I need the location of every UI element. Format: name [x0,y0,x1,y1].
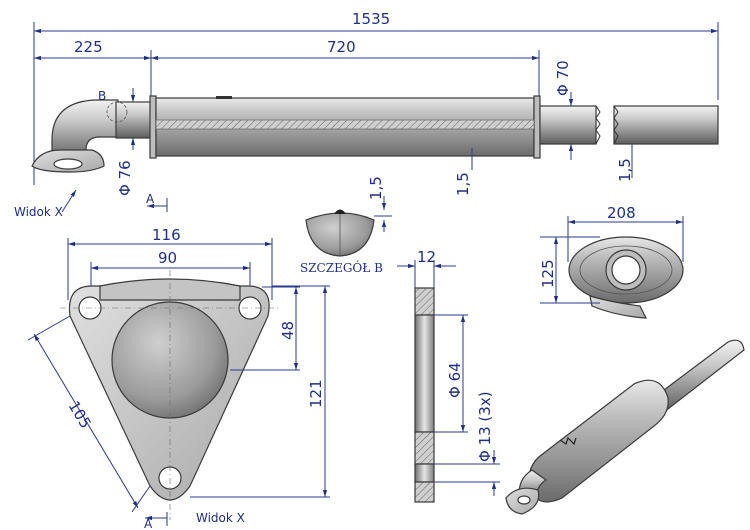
dim-64-label: Φ 64 [446,362,464,398]
body-tab [216,96,232,99]
section-foot [414,481,435,503]
detail-b-weld [334,209,346,214]
dim-12-label: 12 [417,248,436,266]
dim-105-ext-top [27,315,71,341]
section-top-solid [414,287,435,316]
dim-70-label: Φ 70 [554,60,572,96]
dim-225-label: 225 [74,38,103,56]
wall-2-label: 1,5 [616,158,634,182]
section-a-bottom-label: A [144,517,153,530]
dim-125-label: 125 [539,259,557,288]
body-right-rim [533,95,541,159]
detail-b-view: 1,5 SZCZEGÓŁ B [300,176,392,275]
end-view-tube-inner [611,255,641,285]
section-a-top-label: A [146,192,155,206]
inlet-tube [115,101,155,139]
detail-b-title: SZCZEGÓŁ B [300,259,383,275]
view-x-arrow [61,189,77,213]
flange-front-view: 116 90 48 121 105 A Widok X [27,226,330,530]
iso-inlet-hole [517,495,531,505]
muffler-end-view: 208 125 [539,204,684,319]
dim-13-label: Φ 13 (3x) [476,391,494,462]
dim-90-label: 90 [158,249,177,267]
outlet-tube-end [613,105,719,145]
flange-section-view: 12 Φ 64 Φ 13 (3x) [397,248,500,503]
dim-105-ext-bottom [131,485,151,513]
inlet-flange-hole [53,158,83,170]
break-mark-left [595,105,601,145]
iso-logo [559,436,577,446]
dim-116-label: 116 [152,226,181,244]
break-mark-right [613,105,619,145]
detail-b-circle [106,101,128,123]
body-seam [155,119,535,130]
dim-720-label: 720 [327,38,356,56]
detail-b-marker: B [98,89,106,103]
body-left-rim [149,95,157,159]
section-bottom-solid [414,431,435,465]
iso-outlet-tube [646,339,745,413]
muffler-isometric-view [505,339,745,515]
section-bore [414,314,435,433]
end-view-inner-line [579,245,673,295]
dim-76-label: Φ 76 [116,160,134,196]
dim-105-line [33,333,139,509]
iso-muffler-body [528,379,669,503]
dim-121-label: 121 [307,379,325,408]
wall-1-label: 1,5 [454,172,472,196]
flange-tube-stub [99,278,241,301]
section-hole [414,463,435,483]
end-view-flange [589,295,648,319]
dim-208-label: 208 [607,204,636,222]
dim-105-label: 105 [65,398,95,432]
section-a-top-marker: A [146,192,168,212]
view-x-label-bottom: Widok X [196,511,245,525]
view-x-label-top: Widok X [14,205,63,219]
outlet-tube [539,105,597,145]
wall-3-label: 1,5 [367,176,385,200]
dim-total-label: 1535 [352,10,390,28]
muffler-side-view: 1535 225 720 Φ 70 Φ 76 1,5 1,5 B Widok X [14,10,719,219]
dim-48-label: 48 [279,321,297,340]
